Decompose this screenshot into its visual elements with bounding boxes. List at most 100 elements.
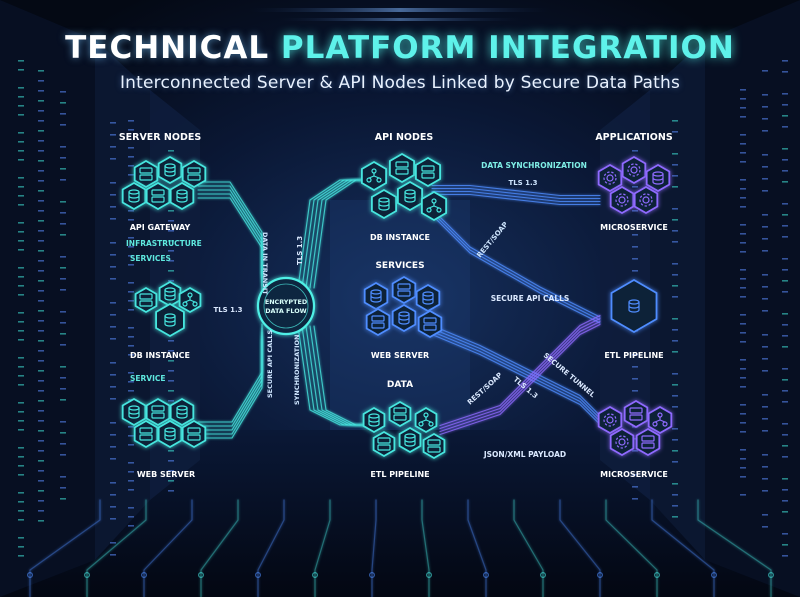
rack-led (782, 478, 788, 480)
rack-led (632, 438, 638, 440)
rack-led (18, 537, 24, 539)
rack-led (740, 287, 746, 289)
rack-led (672, 439, 678, 441)
rack-led (18, 510, 24, 512)
rack-led (762, 466, 768, 468)
rack-led (38, 90, 44, 92)
rack-led (110, 554, 116, 556)
rack-led (782, 379, 788, 381)
server-node-icon (133, 419, 159, 449)
circuit-trace (197, 197, 263, 291)
rack-led (128, 327, 134, 329)
rack-led (38, 160, 44, 162)
rack-led (672, 296, 678, 298)
rack-led (740, 251, 746, 253)
rack-led (672, 175, 678, 177)
rack-led (672, 384, 678, 386)
rack-led (60, 289, 66, 291)
rack-led (740, 467, 746, 469)
path-label-tls-top: TLS 1.3 (508, 179, 537, 187)
rack-led (38, 510, 44, 512)
rack-led (38, 360, 44, 362)
rack-led (18, 150, 24, 152)
rack-led (740, 359, 746, 361)
rack-led (672, 329, 678, 331)
rack-led (782, 280, 788, 282)
encrypted-data-flow-hub: ENCRYPTED DATA FLOW (256, 276, 316, 336)
rack-led (168, 220, 174, 222)
label-microservice-top: MICROSERVICE (600, 223, 668, 232)
rack-led (110, 278, 116, 280)
rack-led (782, 115, 788, 117)
rack-led (110, 362, 116, 364)
floor-trace (257, 499, 285, 597)
path-label-secure-api-calls-vertical: SECURE API CALLS (266, 330, 274, 398)
rack-led (782, 313, 788, 315)
rack-led (60, 498, 66, 500)
rack-led (18, 474, 24, 476)
rack-led (782, 258, 788, 260)
rack-led (110, 266, 116, 268)
floor-pad (369, 571, 376, 578)
rack-led (740, 449, 746, 451)
db-node-icon (610, 278, 658, 334)
section-services-left: SERVICES (130, 254, 171, 263)
db-node-icon (157, 419, 183, 449)
server-node-icon (365, 307, 391, 337)
rack-led (38, 400, 44, 402)
rack-led (740, 377, 746, 379)
rack-led (38, 270, 44, 272)
db-node-icon (158, 280, 182, 308)
rack-led (38, 150, 44, 152)
server-node-icon (391, 275, 417, 305)
section-services-center: SERVICES (375, 261, 424, 271)
rack-led (782, 489, 788, 491)
rack-led (632, 270, 638, 272)
microservice-bottom-cluster (597, 399, 673, 457)
rack-led (128, 480, 134, 482)
circuit-trace (431, 184, 601, 197)
rack-led (762, 394, 768, 396)
rack-led (18, 231, 24, 233)
rack-led (782, 511, 788, 513)
rack-led (782, 71, 788, 73)
rack-led (672, 263, 678, 265)
rack-led (60, 322, 66, 324)
rack-led (740, 197, 746, 199)
rack-led (110, 374, 116, 376)
gear-node-icon (597, 405, 623, 435)
net-node-icon (360, 160, 388, 192)
rack-led (60, 344, 66, 346)
rack-led (60, 432, 66, 434)
rack-led (782, 346, 788, 348)
rack-led (60, 223, 66, 225)
floor-pad (27, 571, 34, 578)
rack-led (762, 358, 768, 360)
rack-led (128, 345, 134, 347)
rack-led (38, 140, 44, 142)
floor-trace (371, 499, 377, 597)
rack-led (168, 460, 174, 462)
rack-led (740, 98, 746, 100)
floor-trace (605, 499, 658, 597)
rack-led (672, 186, 678, 188)
db-node-icon (363, 281, 389, 311)
rack-led (38, 210, 44, 212)
rack-led (762, 70, 768, 72)
column-heading-applications: APPLICATIONS (595, 132, 672, 143)
rack-led (38, 330, 44, 332)
server-node-icon (623, 399, 649, 429)
rack-led (110, 482, 116, 484)
rack-led (38, 260, 44, 262)
floor-trace (651, 499, 715, 597)
rack-led (782, 555, 788, 557)
rack-led (128, 246, 134, 248)
rack-led (762, 430, 768, 432)
rack-led (38, 110, 44, 112)
rack-led (110, 506, 116, 508)
rack-led (632, 450, 638, 452)
rack-led (740, 296, 746, 298)
path-label-synchronization-vertical: SYNCHRONIZATION (293, 335, 301, 405)
rack-led (18, 402, 24, 404)
path-label-json-xml: JSON/XML PAYLOAD (483, 450, 566, 459)
